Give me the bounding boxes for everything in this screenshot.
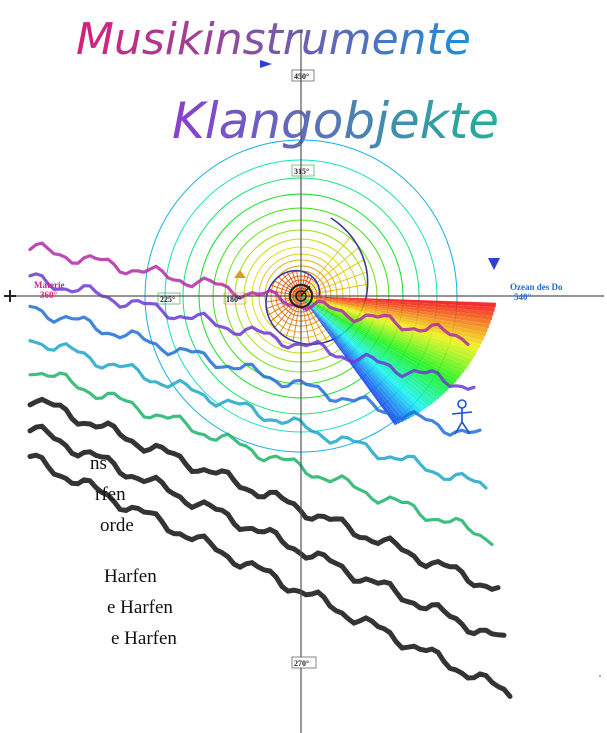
wedge-slice	[301, 296, 428, 410]
axis-left-tick-icon	[4, 290, 16, 302]
small-figure-icon	[451, 399, 473, 435]
axis-left-degree: 360°	[40, 290, 58, 300]
wedge-slice	[301, 296, 481, 349]
wedge-slice	[301, 296, 419, 416]
harp-band	[28, 371, 494, 547]
spoke	[300, 247, 359, 297]
wedge-slice	[301, 296, 463, 377]
legend-item: ns	[90, 453, 107, 474]
degree-label-bottom: 270°	[291, 656, 317, 669]
wedge-slice	[301, 296, 493, 321]
arrow-right-icon	[488, 258, 500, 270]
spoke	[300, 295, 310, 345]
wedge-slice	[301, 296, 465, 374]
spoke	[270, 295, 302, 322]
wedge-slice	[301, 296, 496, 308]
arrow-top-icon	[260, 60, 272, 68]
degree-text-bottom: 270°	[294, 659, 309, 668]
legend-list: ns rfen orde Harfen e Harfen e Harfen	[90, 453, 177, 649]
wedge-slice	[301, 296, 415, 418]
wedge-slice	[301, 296, 458, 383]
wedge-slice	[301, 296, 491, 325]
wedge-slice	[301, 296, 405, 423]
legend-item: rfen	[95, 484, 126, 505]
wedge-slice	[301, 296, 422, 414]
spoke	[279, 295, 302, 334]
wedge-slice	[301, 296, 452, 389]
wedge-slice	[301, 296, 455, 386]
harp-bands	[27, 241, 513, 699]
wedge-slice	[301, 296, 444, 397]
diagram-subtitle: Klangobjekte	[172, 92, 499, 150]
diagram-title: Musikinstrumente	[76, 14, 471, 65]
wedge-slice	[301, 296, 409, 421]
degree-label-upper: 315°	[291, 164, 315, 177]
harp-band	[28, 304, 482, 438]
wedge-slice	[301, 296, 488, 333]
spoke	[300, 259, 365, 297]
wedge-slice	[301, 296, 479, 352]
axis-left-label: Materie	[34, 280, 64, 290]
spoke	[285, 295, 302, 338]
wedge-slice	[301, 296, 449, 392]
spoke	[292, 295, 302, 341]
degree-text-mid: 225°	[160, 295, 175, 304]
legend-item: e Harfen	[107, 597, 173, 618]
spectrum-wedge	[301, 296, 496, 426]
wedge-slice	[301, 296, 431, 407]
spoke	[300, 295, 328, 342]
wedge-slice	[301, 296, 460, 380]
legend-item: e Harfen	[111, 628, 177, 649]
spoke	[267, 295, 302, 316]
harp-band	[27, 423, 507, 638]
axis-right-degree: 540°	[514, 292, 532, 302]
degree-text-upper: 315°	[294, 167, 309, 176]
corner-dot	[599, 675, 601, 677]
wedge-slice	[301, 296, 425, 412]
wedge-slice	[301, 296, 477, 356]
spoke	[300, 295, 319, 344]
harp-band	[28, 339, 488, 490]
wedge-slice	[301, 296, 412, 419]
wedge-slice	[301, 296, 447, 395]
degree-label-top: 450°	[291, 69, 315, 82]
arrow-left-icon	[234, 270, 246, 278]
spoke	[274, 295, 302, 328]
degree-text-inner: 180°	[226, 295, 241, 304]
degree-label-inner: 180°	[223, 292, 247, 305]
harp-band	[28, 241, 470, 346]
wedge-slice	[301, 296, 494, 316]
harp-band	[27, 452, 513, 699]
degree-label-mid: 225°	[157, 292, 181, 305]
wedge-slice	[301, 296, 468, 370]
harp-band	[27, 396, 501, 592]
spoke	[265, 295, 302, 303]
center-knot-icon	[289, 284, 313, 308]
axis-right-label: Ozean des Do	[510, 282, 563, 292]
legend-item: orde	[100, 515, 134, 536]
wedge-slice	[301, 296, 490, 329]
legend-item: Harfen	[104, 566, 157, 587]
degree-text-top: 450°	[294, 72, 309, 81]
